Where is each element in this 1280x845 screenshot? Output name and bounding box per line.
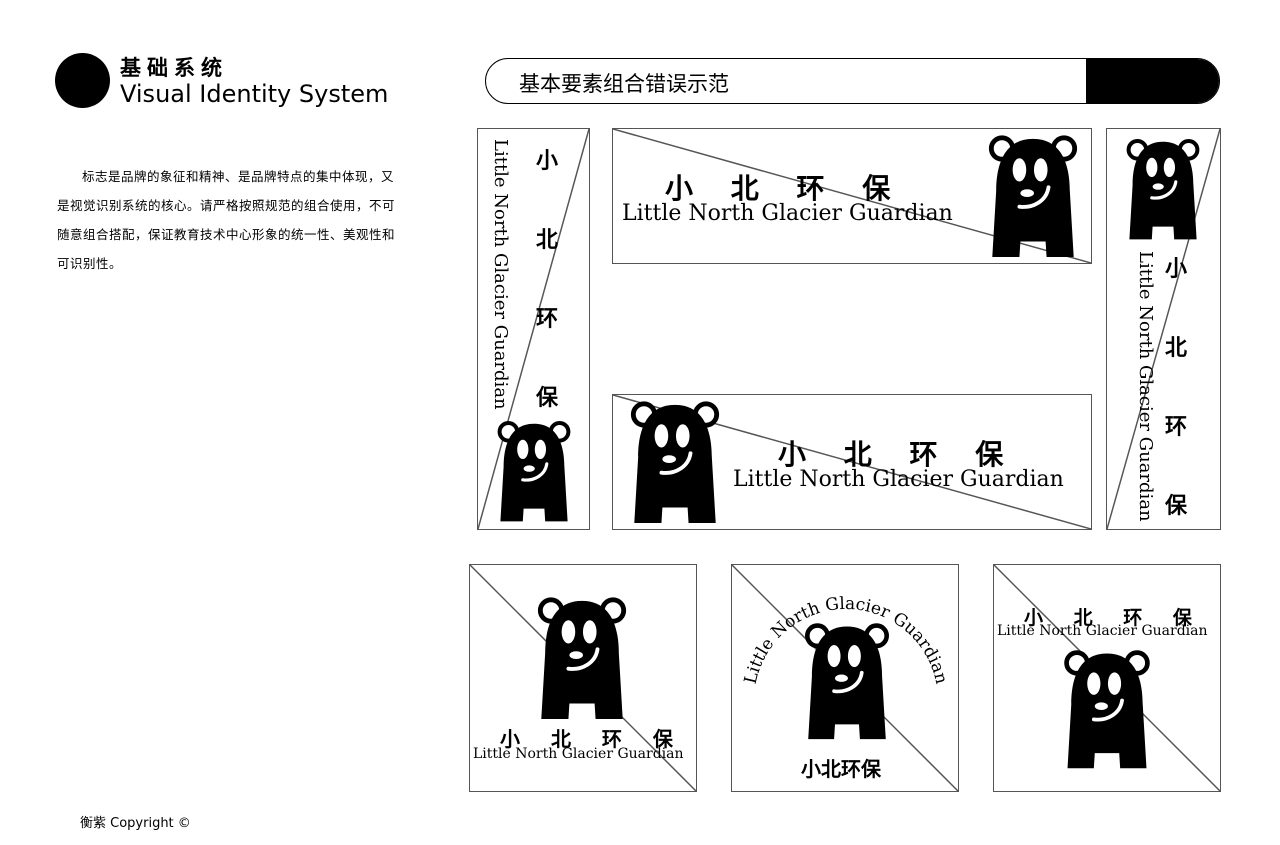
- logo-cn-char-3: 环: [536, 307, 559, 332]
- wrong-example-horizontal-top: 小 北 环 保 Little North Glacier Guardian: [612, 128, 1092, 264]
- bear-mascot-icon: [800, 621, 894, 741]
- header-bar-fill: [1086, 59, 1219, 103]
- logo-en-text: Little North Glacier Guardian: [473, 746, 684, 762]
- header-bar-title: 基本要素组合错误示范: [519, 72, 729, 96]
- logo-cn-char-3: 环: [1165, 415, 1188, 440]
- wrong-example-square-top-text: 小 北 环 保 Little North Glacier Guardian: [993, 564, 1221, 792]
- copyright-footer: 衡紫 Copyright ©: [80, 816, 191, 831]
- logo-cn-char-1: 小: [536, 149, 559, 174]
- bear-mascot-icon: [983, 133, 1083, 259]
- section-title-en: Visual Identity System: [120, 80, 389, 108]
- logo-cn-text: 小 北 环 保: [1024, 607, 1204, 629]
- section-header-bar: 基本要素组合错误示范: [485, 58, 1220, 104]
- wrong-example-vertical-right: Little North Glacier Guardian 小 北 环 保: [1106, 128, 1221, 530]
- cross-line: [1107, 129, 1220, 529]
- logo-en-text: Little North Glacier Guardian: [1135, 251, 1156, 522]
- wrong-example-vertical-left: Little North Glacier Guardian 小 北 环 保: [477, 128, 590, 530]
- section-title-cn: 基础系统: [120, 56, 228, 80]
- logo-cn-text: 小 北 环 保: [778, 438, 1018, 471]
- logo-cn-char-2: 北: [536, 228, 559, 253]
- wrong-example-square-arched: Little North Glacier Guardian 小北环保: [731, 564, 959, 792]
- logo-cn-char-4: 保: [536, 386, 559, 411]
- logo-cn-text: 小 北 环 保: [665, 172, 905, 205]
- logo-en-text: Little North Glacier Guardian: [622, 201, 953, 226]
- brand-dot: [55, 53, 110, 108]
- logo-cn-char-4: 保: [1165, 494, 1188, 519]
- logo-en-text: Little North Glacier Guardian: [997, 623, 1208, 639]
- bear-mascot-icon: [494, 419, 574, 523]
- bear-mascot-icon: [625, 399, 725, 525]
- logo-cn-char-1: 小: [1165, 257, 1188, 282]
- description-paragraph: 标志是品牌的象征和精神、是品牌特点的集中体现，又是视觉识别系统的核心。请严格按照…: [57, 169, 396, 271]
- wrong-example-square-stacked: 小 北 环 保 Little North Glacier Guardian: [469, 564, 697, 792]
- logo-cn-text: 小 北 环 保: [500, 727, 685, 751]
- logo-en-text: Little North Glacier Guardian: [733, 467, 1064, 492]
- bear-mascot-icon: [1123, 137, 1203, 241]
- bear-mascot-icon: [532, 595, 632, 721]
- cross-line: [478, 129, 589, 529]
- bear-mascot-icon: [1060, 647, 1154, 771]
- logo-cn-text: 小北环保: [801, 757, 881, 781]
- wrong-example-horizontal-bottom: 小 北 环 保 Little North Glacier Guardian: [612, 394, 1092, 530]
- logo-cn-char-2: 北: [1165, 336, 1188, 361]
- logo-en-text: Little North Glacier Guardian: [490, 139, 511, 410]
